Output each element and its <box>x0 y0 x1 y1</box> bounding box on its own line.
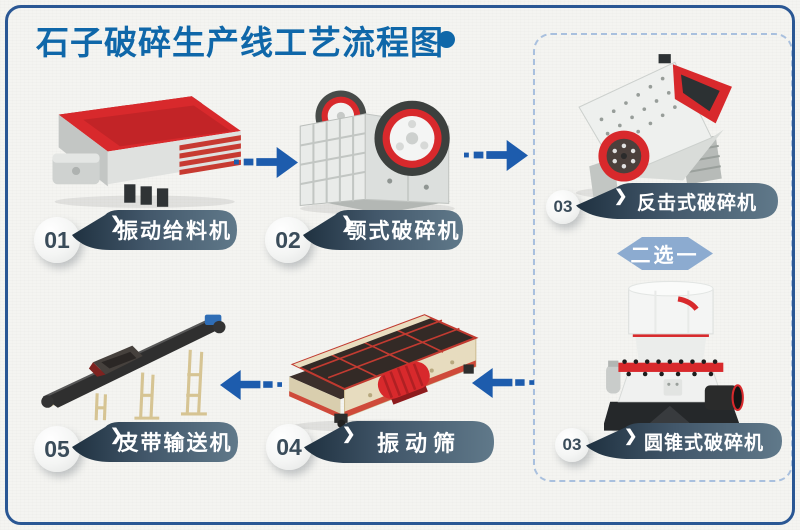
step-label: 颚式破碎机 <box>345 220 461 243</box>
chevron-icon: ❯ <box>341 215 355 232</box>
step-label: 振动筛 <box>376 431 461 456</box>
cone-crusher-icon <box>604 280 744 436</box>
choice-badge: 二选一 <box>617 237 713 270</box>
step-ribbon: ❯ 振动给料机 <box>72 210 237 250</box>
jaw-crusher-illustration <box>288 78 466 218</box>
chevron-icon: ❯ <box>110 215 124 232</box>
step-number-badge: 03 <box>555 428 589 462</box>
vibrating-feeder-icon <box>52 96 241 208</box>
arrow-right-icon <box>464 139 528 172</box>
cone-crusher-illustration <box>604 276 748 436</box>
step-number-badge: 05 <box>34 426 80 472</box>
page-title: 石子破碎生产线工艺流程图 <box>36 24 444 61</box>
arrow-left-icon <box>472 367 534 399</box>
vibrating-feeder-illustration <box>30 92 245 210</box>
step-ribbon: ❯ 振动筛 <box>304 421 494 463</box>
step-ribbon: ❯ 圆锥式破碎机 <box>586 423 782 459</box>
impact-crusher-illustration <box>560 48 750 206</box>
belt-conveyor-icon <box>41 314 226 421</box>
belt-conveyor-illustration <box>33 310 240 430</box>
chevron-icon: ❯ <box>342 426 356 443</box>
title-dot-icon <box>438 31 455 48</box>
step-label: 圆锥式破碎机 <box>643 432 764 454</box>
step-number-badge: 04 <box>266 424 312 470</box>
vibrating-screen-illustration <box>283 300 483 435</box>
impact-crusher-icon <box>576 54 740 200</box>
choice-badge-label: 二选一 <box>630 245 700 267</box>
step-number-badge: 01 <box>34 217 80 263</box>
hexagon-icon <box>617 237 713 270</box>
step-ribbon: ❯ 颚式破碎机 <box>303 210 463 250</box>
arrow-left-icon <box>220 369 282 401</box>
step-label: 反击式破碎机 <box>636 192 757 214</box>
step-ribbon: ❯ 反击式破碎机 <box>576 183 778 219</box>
step-label: 振动给料机 <box>117 220 232 243</box>
chevron-icon: ❯ <box>110 427 124 444</box>
step-ribbon: ❯ 皮带输送机 <box>72 422 238 462</box>
step-number-badge: 02 <box>265 217 311 263</box>
jaw-crusher-icon <box>299 90 455 215</box>
chevron-icon: ❯ <box>614 188 628 205</box>
step-number-badge: 03 <box>546 190 580 224</box>
arrow-right-icon <box>234 146 298 179</box>
chevron-icon: ❯ <box>624 428 638 445</box>
vibrating-screen-icon <box>289 314 479 433</box>
step-label: 皮带输送机 <box>117 432 233 455</box>
